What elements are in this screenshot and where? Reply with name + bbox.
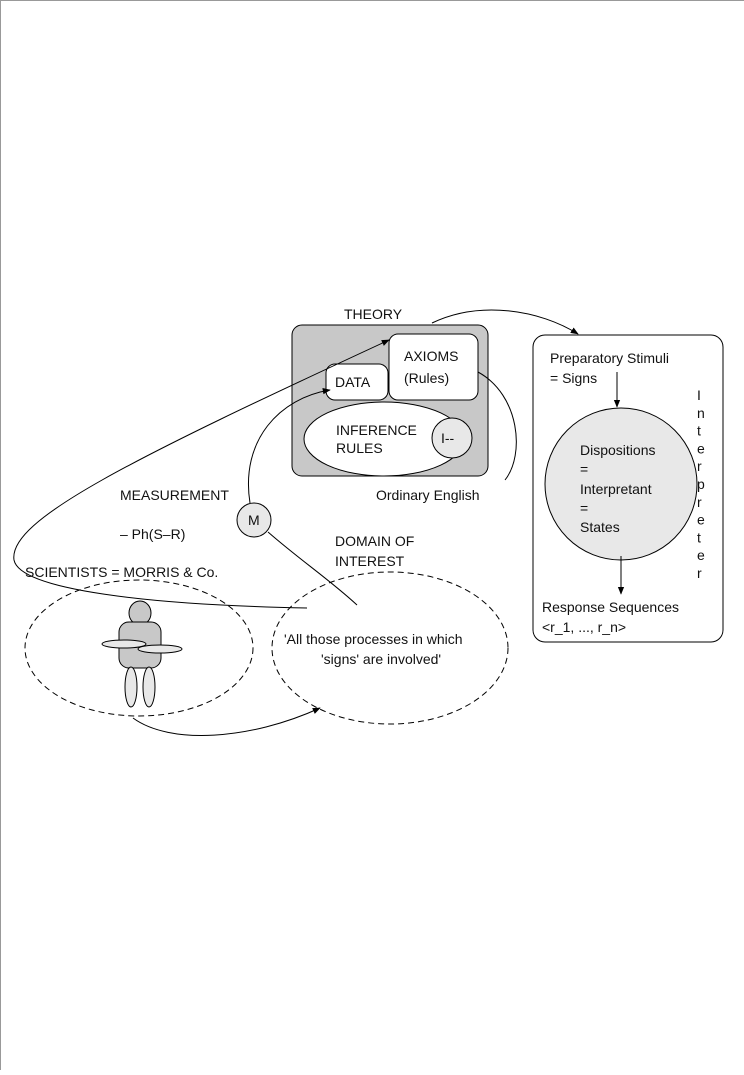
interpreter-letter: I bbox=[697, 387, 701, 403]
scientist-figure-icon bbox=[101, 600, 183, 708]
stimuli-label-line2: = Signs bbox=[550, 370, 597, 386]
interpreter-letter: r bbox=[697, 494, 702, 510]
domain-quote-line1: 'All those processes in which bbox=[284, 631, 463, 647]
response-label-line2: <r_1, ..., r_n> bbox=[542, 619, 626, 635]
measurement-formula: – Ph(S–R) bbox=[120, 526, 185, 542]
interpreter-letter: t bbox=[697, 423, 701, 439]
data-box bbox=[325, 363, 389, 401]
interpreter-letter: e bbox=[697, 512, 705, 528]
axioms-box bbox=[388, 333, 479, 401]
domain-title-line2: INTEREST bbox=[335, 553, 405, 569]
scientists-ellipse bbox=[24, 579, 254, 717]
dispositions-line-2: = bbox=[580, 461, 588, 477]
interpreter-letter: r bbox=[697, 565, 702, 581]
axioms-sub-label: (Rules) bbox=[404, 370, 449, 386]
interpreter-letter: r bbox=[697, 458, 702, 474]
measurement-to-domain-curve bbox=[267, 531, 358, 606]
domain-title-line1: DOMAIN OF bbox=[335, 533, 414, 549]
stimuli-label-line1: Preparatory Stimuli bbox=[550, 350, 669, 366]
inference-label-line1: INFERENCE bbox=[336, 422, 417, 438]
scientists-label: SCIENTISTS = MORRIS & Co. bbox=[25, 564, 218, 580]
scientists-to-axioms-arrow bbox=[13, 339, 390, 609]
theory-to-interpreter-arrow bbox=[431, 309, 579, 335]
interpreter-letter: e bbox=[697, 547, 705, 563]
dispositions-line-1: Dispositions bbox=[580, 442, 655, 458]
interpreter-letter: n bbox=[697, 405, 705, 421]
data-label: DATA bbox=[335, 374, 371, 390]
interpreter-letter: t bbox=[697, 529, 701, 545]
dispositions-line-4: = bbox=[580, 500, 588, 516]
interpreter-vertical-label: I n t e r p r e t e r bbox=[697, 387, 705, 581]
axioms-label: AXIOMS bbox=[404, 348, 458, 364]
theory-title: THEORY bbox=[344, 306, 403, 322]
turnstile-symbol: I-- bbox=[441, 430, 455, 446]
axioms-to-english-curve bbox=[477, 371, 517, 481]
measurement-node bbox=[236, 502, 272, 538]
response-label-line1: Response Sequences bbox=[542, 599, 679, 615]
domain-quote-line2: 'signs' are involved' bbox=[321, 651, 441, 667]
measurement-to-data-arrow bbox=[248, 387, 331, 504]
interpreter-letter: e bbox=[697, 440, 705, 456]
measurement-label: MEASUREMENT bbox=[120, 487, 229, 503]
interpreter-letter: p bbox=[697, 476, 705, 492]
inference-label-line2: RULES bbox=[336, 440, 383, 456]
turnstile-node bbox=[431, 417, 473, 459]
dispositions-line-3: Interpretant bbox=[580, 481, 652, 497]
dispositions-line-5: States bbox=[580, 519, 620, 535]
scientists-to-domain-arrow bbox=[132, 707, 321, 736]
measurement-node-label: M bbox=[248, 512, 260, 528]
domain-ellipse bbox=[271, 571, 509, 725]
ordinary-english-label: Ordinary English bbox=[376, 487, 480, 503]
